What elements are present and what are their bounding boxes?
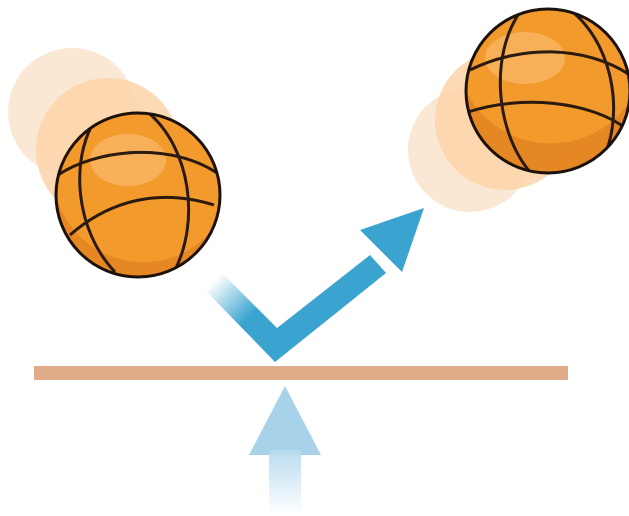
surface-line [34,366,568,380]
outgoing-arrow-shaft [258,255,386,362]
basketball-icon [56,113,220,282]
arrow-icon [249,386,321,455]
bounce-arrow-icon [205,208,424,362]
force-arrow-shaft [269,450,301,516]
upward-force-arrow [249,386,321,516]
